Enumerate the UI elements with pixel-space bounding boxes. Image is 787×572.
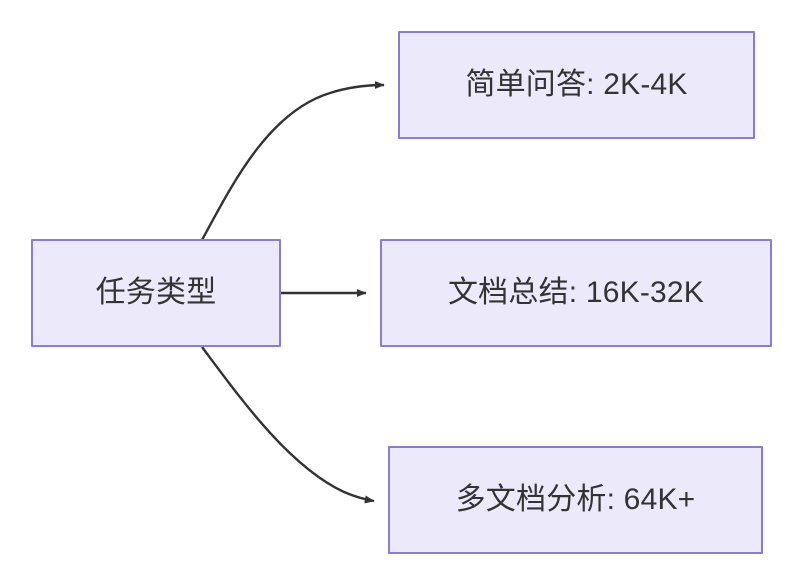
edge-root-to-simple-qa: [200, 81, 385, 241]
node-simple-qa[interactable]: 简单问答: 2K-4K: [398, 31, 755, 139]
node-root[interactable]: 任务类型: [31, 239, 281, 347]
node-simple-qa-label: 简单问答: 2K-4K: [465, 68, 688, 101]
edge-root-to-multi-doc: [201, 346, 375, 504]
node-doc-summary[interactable]: 文档总结: 16K-32K: [380, 239, 772, 347]
node-multi-doc-label: 多文档分析: 64K+: [455, 483, 696, 516]
node-root-label: 任务类型: [95, 276, 217, 309]
node-multi-doc[interactable]: 多文档分析: 64K+: [388, 446, 763, 554]
node-doc-summary-label: 文档总结: 16K-32K: [447, 276, 705, 309]
